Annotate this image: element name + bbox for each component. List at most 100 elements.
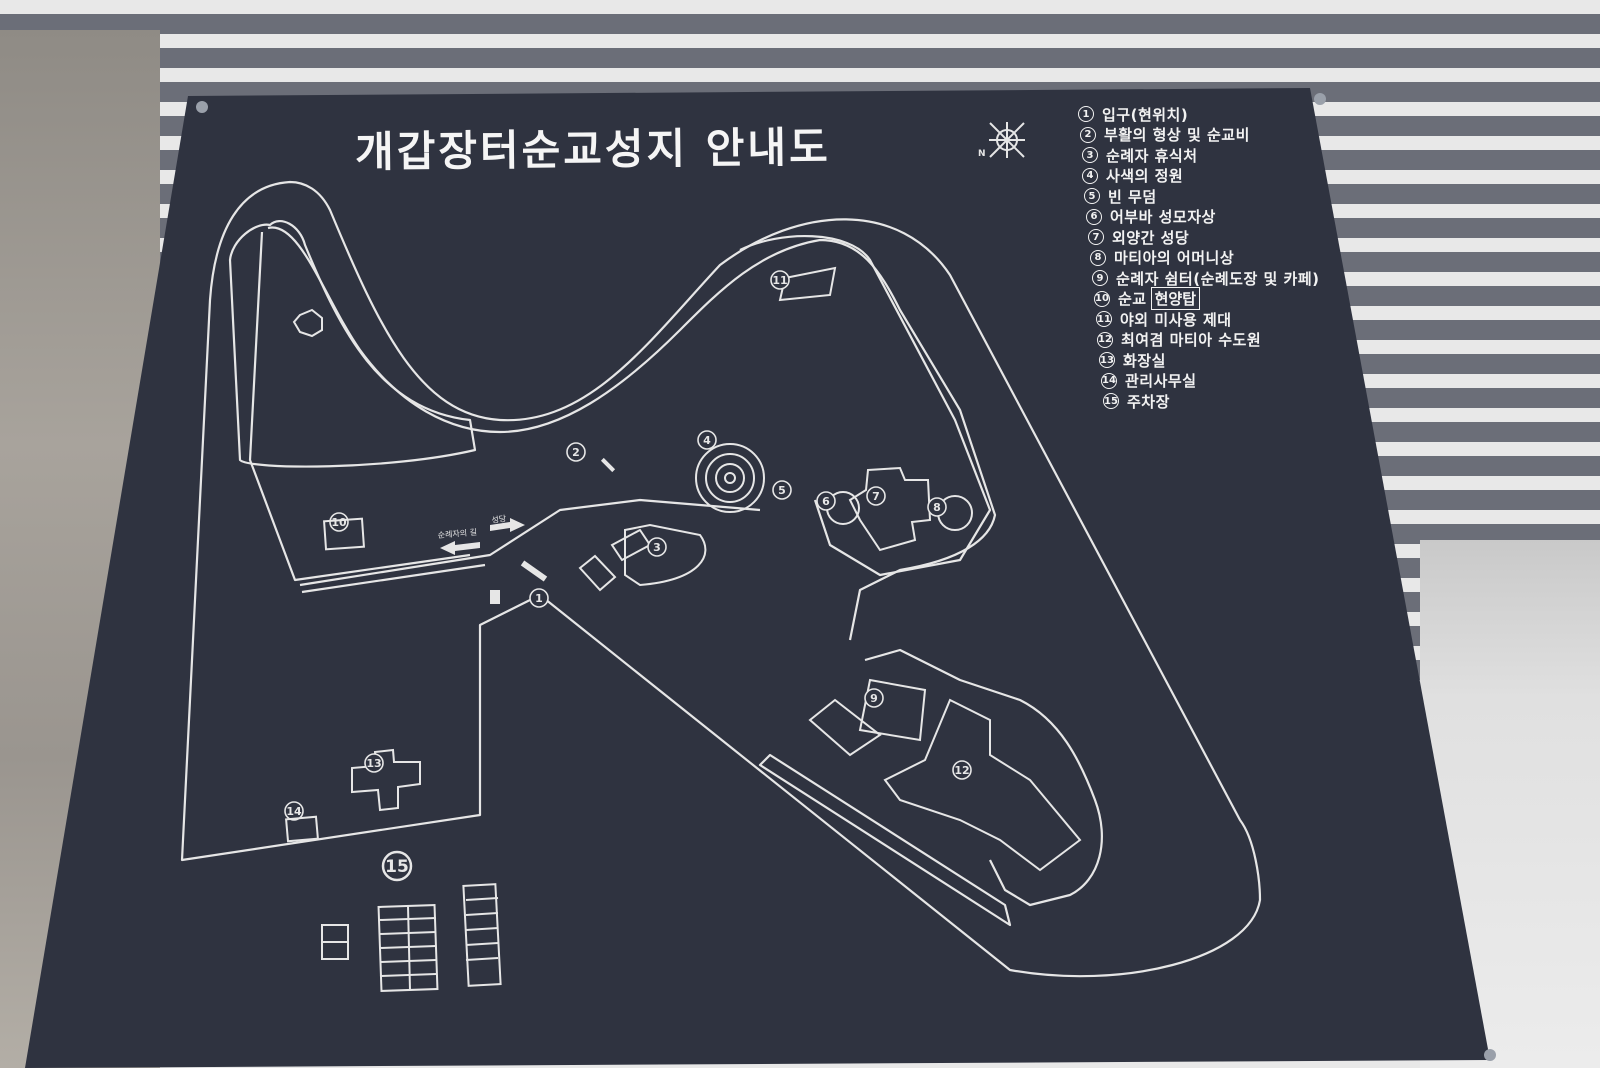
legend-label: 순례자 휴식처: [1106, 146, 1198, 165]
map-marker: [927, 497, 947, 517]
map-marker-label: 4: [703, 434, 711, 447]
memorial-tower: [323, 517, 365, 551]
map-marker: [816, 491, 836, 511]
legend-label: 순교: [1118, 290, 1147, 309]
map-marker: [772, 480, 792, 500]
screw-icon: [1484, 1049, 1496, 1061]
map-marker: [770, 270, 790, 290]
legend-label: 사색의 정원: [1106, 167, 1184, 186]
legend-label: 순례자 쉼터(순례도장 및 카페): [1116, 269, 1320, 288]
compass-letter: N: [978, 149, 986, 159]
legend-item: 1 입구(현위치): [1078, 104, 1398, 125]
map-marker-label: 8: [933, 501, 941, 514]
map-marker: [697, 430, 717, 450]
legend-number: 2: [1080, 126, 1096, 143]
legend-label: 최여겸 마티아 수도원: [1121, 331, 1262, 350]
site-boundary: [180, 180, 1262, 978]
legend-item: 15 주차장: [1103, 391, 1398, 412]
legend-number: 15: [1103, 393, 1119, 410]
page-title: 개갑장터순교성지 안내도: [354, 122, 831, 177]
legend-number: 9: [1092, 270, 1108, 287]
map-marker-label: 3: [653, 541, 661, 554]
legend-item: 3 순례자 휴식처: [1082, 145, 1398, 166]
legend-number: 4: [1082, 167, 1098, 184]
legend-label: 입구(현위치): [1102, 105, 1189, 124]
legend-label: 어부바 성모자상: [1110, 208, 1216, 227]
legend-number: 3: [1082, 147, 1098, 164]
pilgrim-path: [267, 226, 997, 641]
office-building: [285, 815, 319, 843]
direction-arrows: [440, 518, 525, 555]
map-marker-label: 15: [385, 857, 409, 877]
map-marker-label: 6: [822, 495, 830, 508]
monastery-building: [883, 698, 1082, 872]
map-marker-label: 5: [778, 484, 786, 497]
legend-number: 7: [1088, 229, 1104, 246]
rest-area: [624, 523, 707, 587]
map-marker: [364, 753, 384, 773]
legend-label: 빈 무덤: [1108, 187, 1157, 206]
legend-label: 부활의 형상 및 순교비: [1104, 126, 1250, 145]
map-marker-label: 9: [870, 692, 878, 705]
legend-label: 화장실: [1123, 351, 1166, 370]
legend-number: 10: [1094, 290, 1110, 307]
legend-item: 5 빈 무덤: [1084, 186, 1398, 207]
map-marker-label: 2: [572, 446, 580, 459]
map-marker-label: 10: [331, 516, 347, 529]
map-marker: [952, 760, 972, 780]
map-marker: [866, 486, 886, 506]
legend-number: 14: [1101, 372, 1117, 389]
left-field: [228, 220, 477, 468]
legend-number: 5: [1084, 188, 1100, 205]
legend-item: 14 관리사무실: [1101, 371, 1398, 392]
legend-item: 9 순례자 쉼터(순례도장 및 카페): [1092, 268, 1398, 289]
map-marker-label: 14: [286, 805, 302, 818]
map-marker: [284, 801, 304, 821]
legend-label: 외양간 성당: [1112, 228, 1190, 247]
legend-item: 12 최여겸 마티아 수도원: [1097, 330, 1398, 351]
map-marker-label: 7: [872, 490, 880, 503]
map-marker-label: 11: [772, 274, 787, 287]
map-marker-label: 1: [535, 592, 543, 605]
legend-item: 8 마티아의 어머니상: [1090, 248, 1398, 269]
legend-number: 12: [1097, 331, 1113, 348]
legend-number: 1: [1078, 106, 1094, 123]
spiral-garden: [695, 443, 765, 513]
legend: 1 입구(현위치) 2 부활의 형상 및 순교비 3 순례자 휴식처 4 사색의 정원 5 빈 무…: [1078, 104, 1398, 412]
screw-icon: [196, 101, 208, 113]
chapel-building: [848, 466, 932, 552]
legend-label: 마티아의 어머니상: [1114, 249, 1235, 268]
screw-icon: [1314, 93, 1326, 105]
legend-label: 관리사무실: [1125, 372, 1197, 391]
legend-number: 8: [1090, 249, 1106, 266]
board-plate: [25, 88, 1490, 1068]
legend-item: 2 부활의 형상 및 순교비: [1080, 125, 1398, 146]
legend-number: 11: [1096, 311, 1112, 328]
map-marker-label: 13: [366, 757, 381, 770]
path-label-church: 성당: [491, 513, 508, 525]
lower-wing: [864, 648, 1103, 907]
shelter-building: [858, 678, 927, 742]
compass-icon: [989, 122, 1025, 158]
right-lobe: [739, 234, 992, 577]
map-marker: [864, 688, 884, 708]
map-marker: [329, 512, 349, 532]
legend-label: 야외 미사용 제대: [1120, 310, 1232, 329]
altar: [778, 266, 837, 302]
legend-label-boxed: 현양탑: [1150, 287, 1201, 311]
map-marker: [381, 850, 413, 882]
map-marker: [566, 442, 586, 462]
path-label-pilgrim-road: 순례자의 길: [437, 527, 477, 540]
restroom-building: [351, 748, 421, 812]
map-marker: [647, 537, 667, 557]
legend-item: 4 사색의 정원: [1082, 166, 1398, 187]
map-marker: [529, 588, 549, 608]
legend-item: 7 외양간 성당: [1088, 227, 1398, 248]
map-marker-label: 12: [954, 764, 969, 777]
legend-label: 주차장: [1127, 392, 1170, 411]
